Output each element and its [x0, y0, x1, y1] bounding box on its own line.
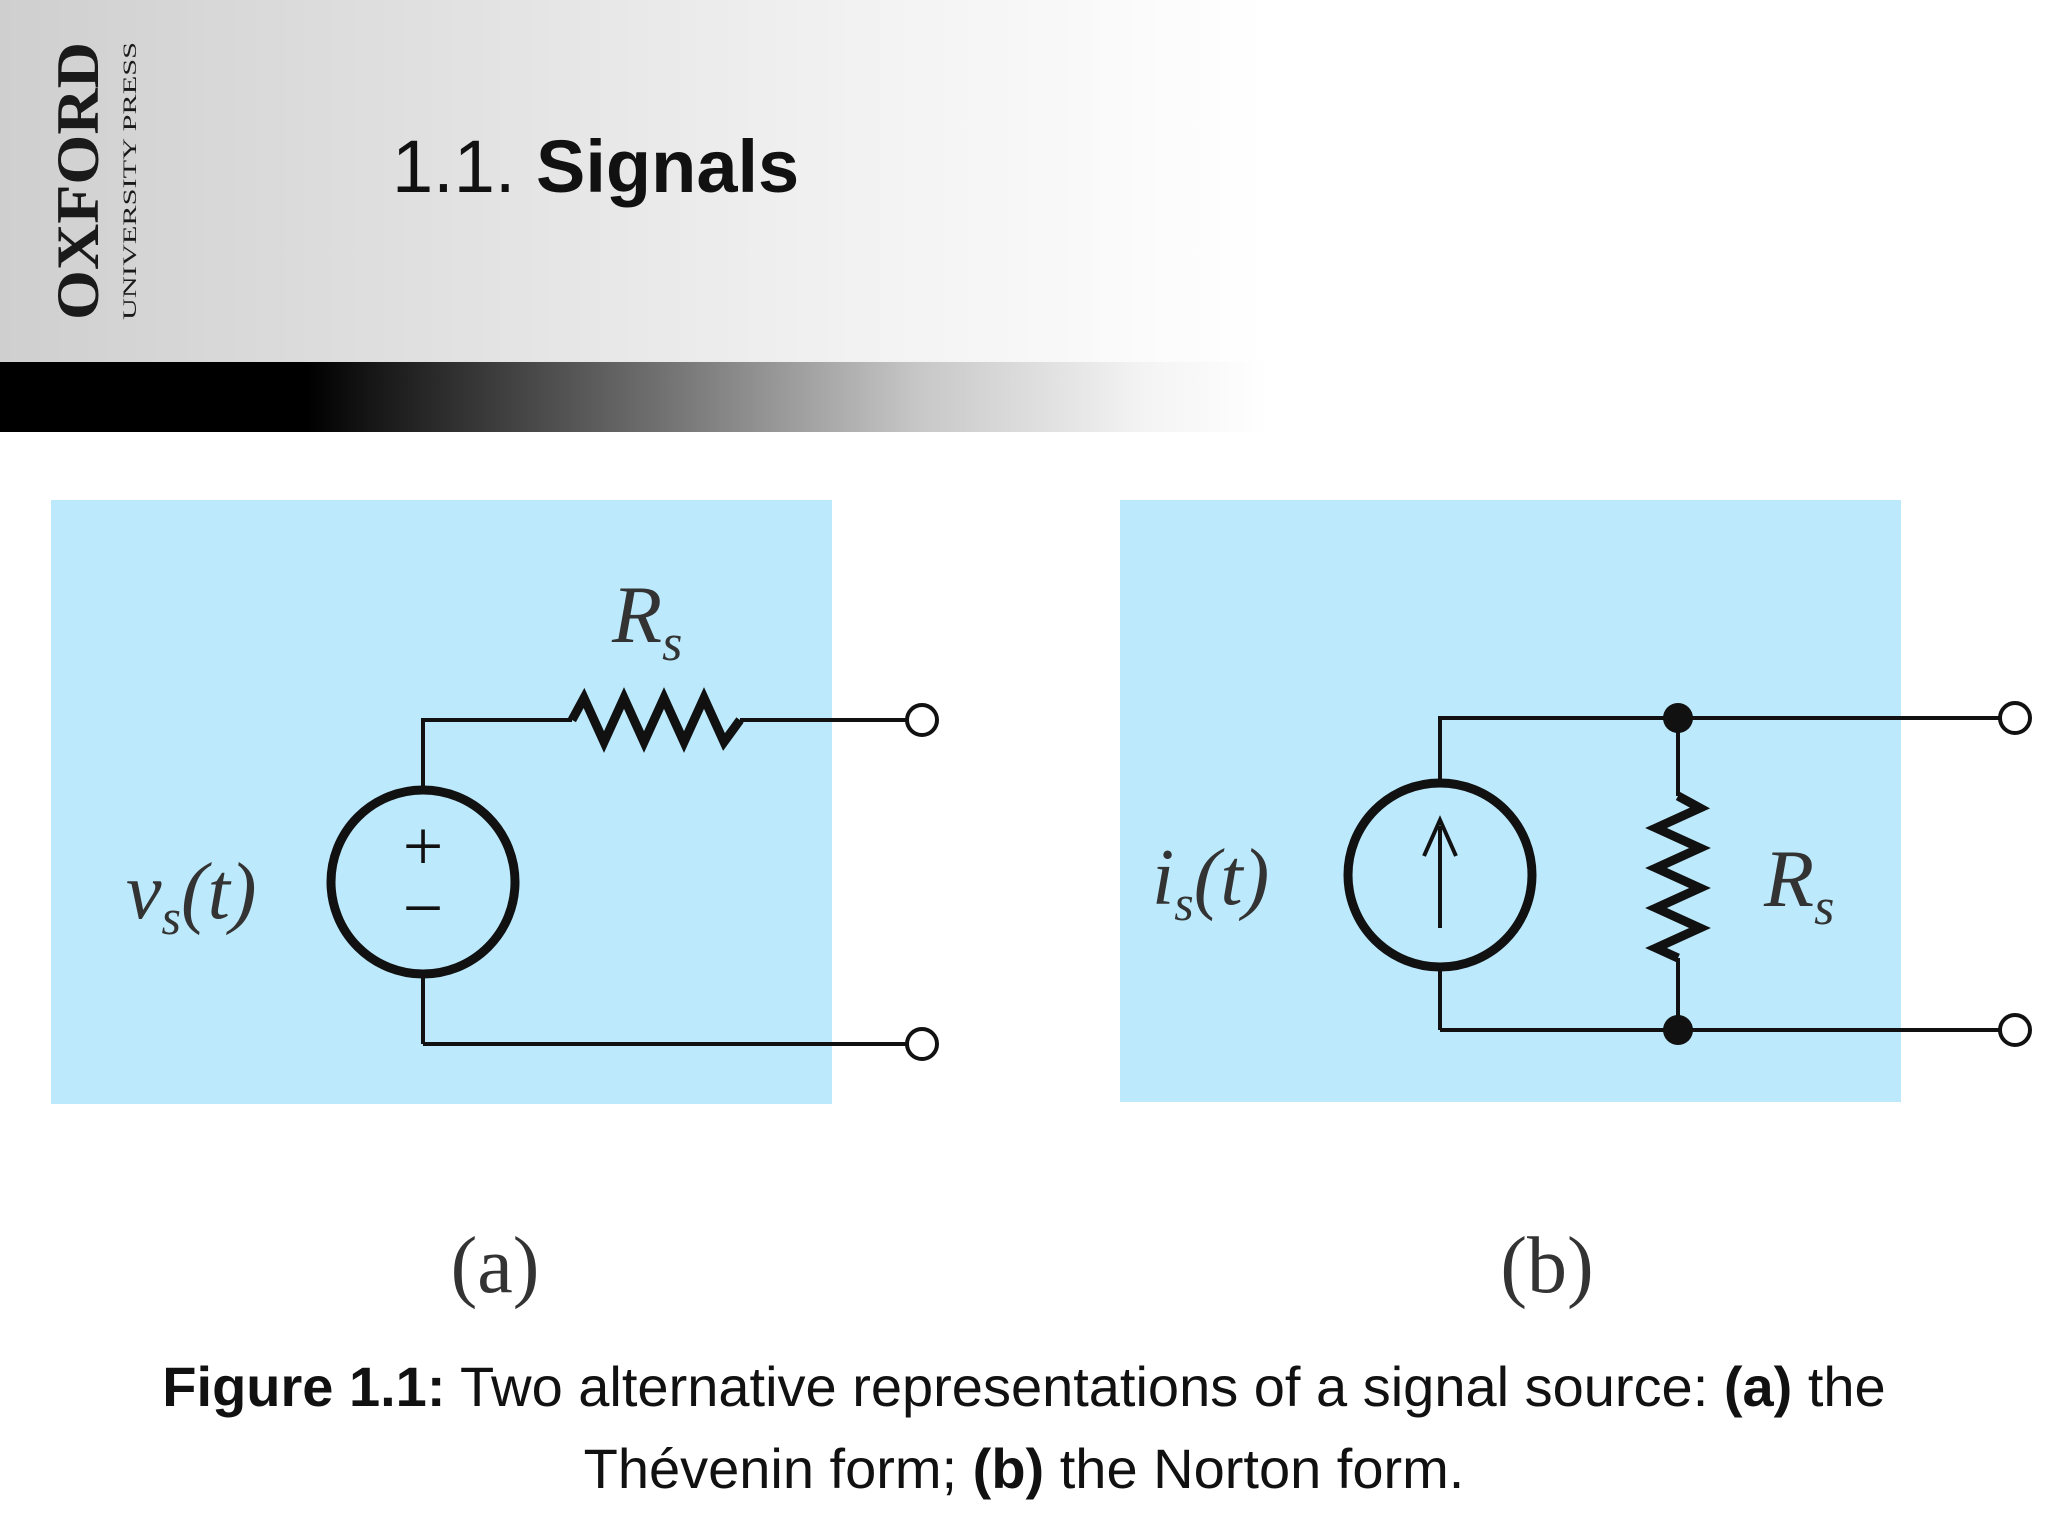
slide-title: 1.1. Signals [392, 130, 799, 204]
source-label-a: vs(t) [126, 848, 257, 945]
title-number: 1.1. [392, 125, 516, 208]
terminal-b-bottom [1998, 1013, 2032, 1047]
arrow-head-b [1422, 815, 1458, 857]
resistor-label-a-main: R [611, 569, 662, 660]
figure-caption: Figure 1.1: Two alternative representati… [40, 1346, 2008, 1510]
minus-sign-a: − [403, 868, 444, 948]
caption-text-3: the Norton form. [1044, 1437, 1465, 1500]
subfigure-label-b: (b) [1500, 1222, 1593, 1310]
caption-label-a: (a) [1723, 1355, 1793, 1418]
norton-circuit [1343, 701, 2032, 1047]
source-label-a-main: v [126, 848, 162, 936]
logo-wordmark: OXFORD [45, 42, 111, 320]
voltage-source-a [326, 785, 520, 979]
source-label-b-sub: s [1174, 875, 1193, 931]
node-b-bottom [1663, 1015, 1693, 1045]
resistor-label-a-sub: s [662, 615, 682, 672]
source-label-b-tail: (t) [1194, 834, 1270, 922]
resistor-label-a: Rs [611, 569, 682, 672]
resistor-a [568, 687, 744, 753]
resistor-label-b-sub: s [1814, 879, 1834, 936]
terminal-a-bottom [905, 1027, 939, 1061]
wire-a-top-left [421, 718, 572, 788]
node-b-top [1663, 703, 1693, 733]
current-source-b [1343, 778, 1537, 972]
resistor-label-b-main: R [1763, 833, 1814, 924]
title-word: Signals [536, 125, 800, 208]
resistor-label-b: Rs [1763, 833, 1834, 936]
resistor-b [1645, 792, 1711, 963]
caption-text-2: the Thévenin form; [583, 1355, 1886, 1500]
panel-a-background [51, 500, 832, 1104]
thevenin-circuit [326, 687, 939, 1061]
panel-b-background [1120, 500, 1901, 1102]
wire-b-top-left [1438, 716, 1678, 782]
subfigure-label-a: (a) [451, 1222, 540, 1310]
oxford-logo: OXFORD UNIVERSITY PRESS [20, 20, 140, 340]
source-label-b-main: i [1152, 834, 1174, 922]
header-gradient [0, 0, 2048, 362]
caption-text-1: Two alternative representations of a sig… [445, 1355, 1724, 1418]
source-label-a-sub: s [162, 889, 181, 945]
terminal-a-top [905, 703, 939, 737]
terminal-b-top [1998, 701, 2032, 735]
caption-label-b: (b) [972, 1437, 1045, 1500]
source-label-b: is(t) [1152, 834, 1269, 931]
plus-sign-a: + [403, 806, 444, 886]
header-bar [0, 362, 2048, 432]
source-label-a-tail: (t) [181, 848, 257, 936]
logo-subtitle: UNIVERSITY PRESS [120, 42, 140, 320]
caption-figure-number: Figure 1.1: [162, 1355, 446, 1418]
